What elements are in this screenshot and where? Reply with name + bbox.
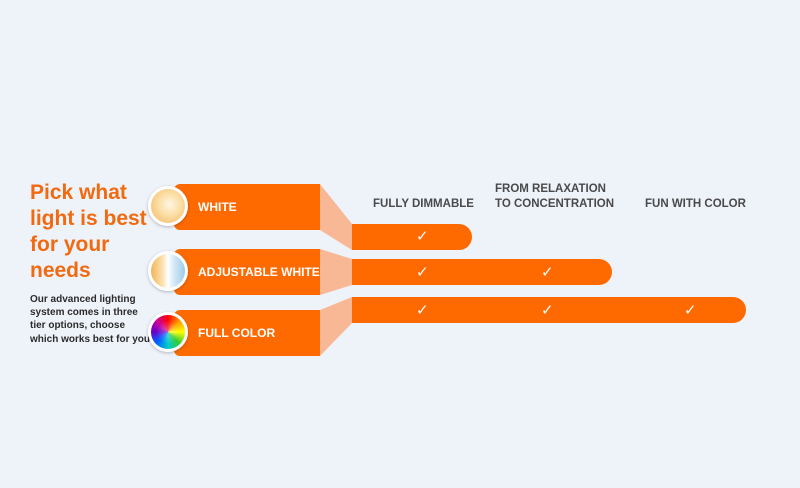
tier-tab-white[interactable]: WHITE bbox=[174, 184, 320, 230]
connector-white bbox=[320, 184, 352, 250]
tier-label-adjustable-white: ADJUSTABLE WHITE bbox=[198, 265, 320, 279]
column-header-dimmable: FULLY DIMMABLE bbox=[373, 198, 474, 210]
connector-adjustable bbox=[320, 249, 352, 295]
feature-bar-full-color bbox=[352, 297, 746, 323]
tier-tab-adjustable-white[interactable]: ADJUSTABLE WHITE bbox=[174, 249, 320, 295]
color-wheel-icon bbox=[148, 312, 188, 352]
check-icon-white-dimmable: ✓ bbox=[416, 227, 429, 245]
check-icon-full-fun: ✓ bbox=[684, 301, 697, 319]
tier-label-white: WHITE bbox=[198, 200, 237, 214]
column-header-relaxation: FROM RELAXATION TO CONCENTRATION bbox=[495, 182, 614, 212]
color-wheel-center bbox=[156, 320, 180, 344]
tier-tab-full-color[interactable]: FULL COLOR bbox=[174, 310, 320, 356]
column-header-relaxation-line1: FROM RELAXATION bbox=[495, 183, 606, 195]
headline: Pick what light is best for your needs bbox=[30, 181, 147, 282]
column-header-fun: FUN WITH COLOR bbox=[645, 198, 746, 210]
feature-bar-white bbox=[352, 224, 472, 250]
tier-label-full-color: FULL COLOR bbox=[198, 326, 276, 340]
connector-full bbox=[320, 297, 352, 356]
warm-white-bulb-icon bbox=[148, 186, 188, 226]
check-icon-adjustable-dimmable: ✓ bbox=[416, 263, 429, 281]
tunable-white-bulb-icon bbox=[148, 251, 188, 291]
description: Our advanced lighting system comes in th… bbox=[30, 294, 154, 345]
check-icon-adjustable-relaxation: ✓ bbox=[541, 263, 554, 281]
feature-bar-adjustable-white bbox=[352, 259, 612, 285]
check-icon-full-relaxation: ✓ bbox=[541, 301, 554, 319]
column-header-relaxation-line2: TO CONCENTRATION bbox=[495, 198, 615, 210]
check-icon-full-dimmable: ✓ bbox=[416, 301, 429, 319]
